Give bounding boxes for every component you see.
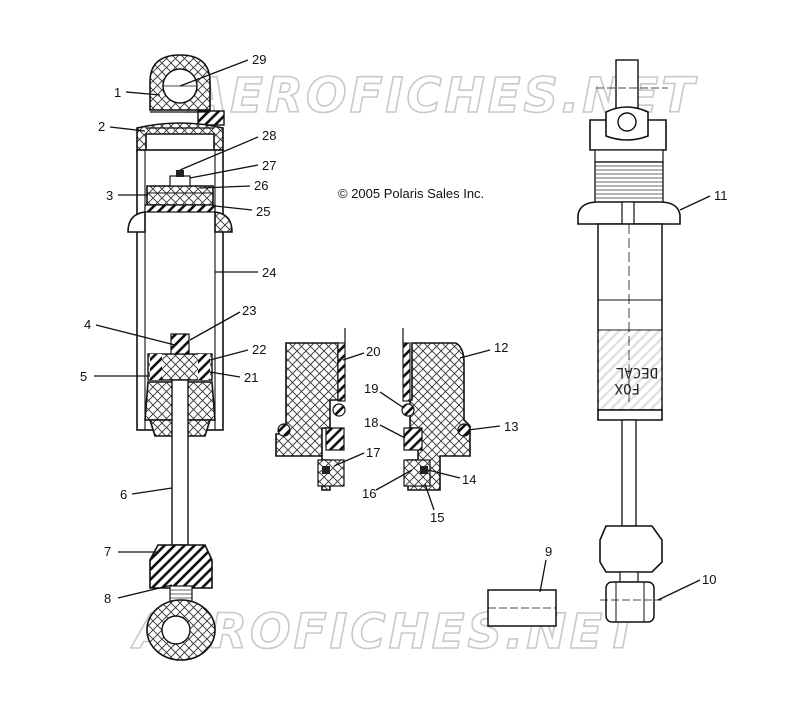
- callout-9: 9: [545, 544, 552, 559]
- callout-26: 26: [254, 178, 268, 193]
- spring-collar-right: [214, 211, 233, 233]
- callout-7: 7: [104, 544, 111, 559]
- bumper-assembled: [599, 525, 663, 573]
- callout-24: 24: [262, 265, 276, 280]
- floating-piston: [146, 185, 214, 206]
- air-valve: [617, 112, 637, 132]
- shock-assembled: DECAL FOX: [577, 59, 681, 623]
- decal-line-2: FOX: [614, 380, 640, 396]
- callout-21: 21: [244, 370, 258, 385]
- bushing-right: [402, 342, 411, 402]
- callout-29: 29: [252, 52, 266, 67]
- seal-left: [325, 427, 345, 451]
- shaft-assembled: [621, 419, 637, 527]
- copyright-text: © 2005 Polaris Sales Inc.: [338, 186, 484, 201]
- spring-collar-left: [127, 211, 146, 233]
- callout-25: 25: [256, 204, 270, 219]
- callout-22: 22: [252, 342, 266, 357]
- callout-15: 15: [430, 510, 444, 525]
- seal-head-detail: [275, 328, 471, 491]
- bottom-mount: [605, 581, 655, 623]
- oring-left: [332, 403, 346, 417]
- callout-4: 4: [84, 317, 91, 332]
- valve-fitting: [197, 110, 225, 126]
- callout-8: 8: [104, 591, 111, 606]
- callout-20: 20: [366, 344, 380, 359]
- shock-cutaway: [127, 54, 233, 661]
- adjuster-threads: [594, 161, 664, 209]
- callout-17: 17: [366, 445, 380, 460]
- spacer-part: [487, 589, 557, 627]
- callout-28: 28: [262, 128, 276, 143]
- callout-14: 14: [462, 472, 476, 487]
- callout-13: 13: [504, 419, 518, 434]
- callout-2: 2: [98, 119, 105, 134]
- bumper: [149, 544, 213, 589]
- body-cap: [136, 122, 224, 153]
- callout-11: 11: [714, 188, 728, 203]
- callout-19: 19: [364, 381, 378, 396]
- callout-5: 5: [80, 369, 87, 384]
- callout-3: 3: [106, 188, 113, 203]
- callout-27: 27: [262, 158, 276, 173]
- seal-right: [403, 427, 423, 451]
- callout-16: 16: [362, 486, 376, 501]
- callout-labels: 29 1 2 28 27 3 26 25 24 4 23 22 5 21 6 7…: [80, 52, 728, 606]
- callout-1: 1: [114, 85, 121, 100]
- callout-12: 12: [494, 340, 508, 355]
- callout-10: 10: [702, 572, 716, 587]
- shaft: [171, 379, 189, 546]
- piston-nut: [170, 333, 190, 355]
- leader-lines: [94, 59, 711, 601]
- decal-line-1: DECAL: [616, 364, 658, 380]
- bushing-left: [337, 342, 346, 402]
- oring-right: [401, 403, 415, 417]
- callout-18: 18: [364, 415, 378, 430]
- callout-23: 23: [242, 303, 256, 318]
- callout-6: 6: [120, 487, 127, 502]
